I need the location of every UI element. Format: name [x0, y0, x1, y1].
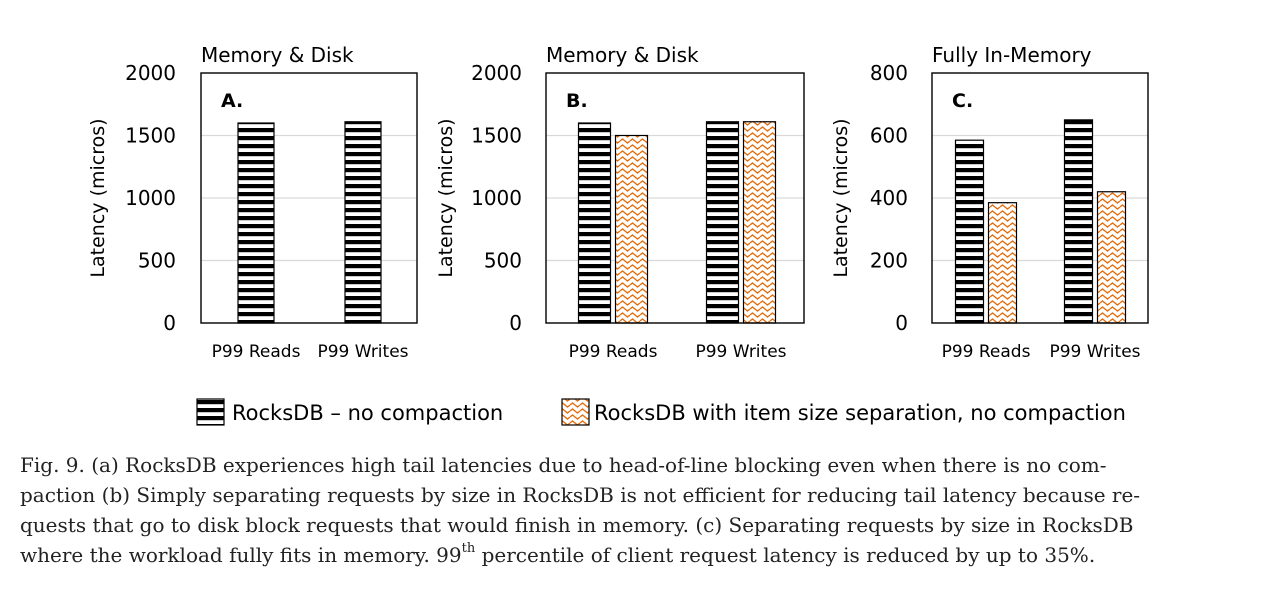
legend-swatch-waves [561, 398, 590, 426]
panel-label: A. [221, 90, 243, 112]
plot-frame [545, 72, 805, 324]
y-tick-label: 1000 [125, 186, 176, 210]
bar-stripes-1 [954, 139, 985, 324]
y-tick-label: 600 [870, 124, 908, 148]
caption-line-1: Fig. 9. (a) RocksDB experiences high tai… [20, 453, 1107, 477]
legend-label: RocksDB – no compaction [232, 401, 503, 425]
y-tick-label: 0 [163, 311, 176, 335]
chart-title: Memory & Disk [201, 43, 354, 67]
y-tick-label: 800 [870, 61, 908, 85]
legend-swatch-stripes [196, 398, 225, 426]
y-tick-label: 500 [138, 249, 176, 273]
bar-waves-2 [742, 121, 777, 324]
y-axis-label: Latency (micros) [435, 118, 457, 277]
panel-label: C. [952, 90, 973, 112]
y-tick-label: 500 [484, 249, 522, 273]
caption-line-4-text: where the workload fully fits in memory.… [20, 543, 462, 567]
y-tick-label: 0 [509, 311, 522, 335]
y-axis-label: Latency (micros) [830, 118, 852, 277]
caption-line-4: where the workload fully fits in memory.… [20, 540, 1260, 570]
figure-caption: Fig. 9. (a) RocksDB experiences high tai… [20, 450, 1260, 570]
bar-waves-2 [1096, 191, 1127, 324]
legend: RocksDB – no compaction RocksDB with item… [196, 398, 1126, 426]
x-tick-label: P99 Writes [1049, 342, 1140, 362]
y-tick-label: 2000 [125, 61, 176, 85]
y-tick-label: 2000 [471, 61, 522, 85]
chart-title: Fully In-Memory [932, 43, 1092, 67]
bar-stripes-2 [344, 121, 382, 324]
caption-superscript: th [461, 541, 476, 557]
x-tick-label: P99 Reads [212, 342, 301, 362]
x-tick-label: P99 Writes [695, 342, 786, 362]
legend-label: RocksDB with item size separation, no co… [594, 401, 1126, 425]
y-tick-label: 400 [870, 186, 908, 210]
plot-frame [200, 72, 418, 324]
y-tick-label: 1500 [471, 124, 522, 148]
x-tick-label: P99 Reads [569, 342, 658, 362]
caption-line-4-rest: percentile of client request latency is … [475, 543, 1096, 567]
y-axis-label: Latency (micros) [87, 118, 109, 277]
caption-line-3: quests that go to disk block requests th… [20, 513, 1134, 537]
y-tick-label: 0 [895, 311, 908, 335]
bar-waves-1 [987, 202, 1018, 324]
bar-stripes-2 [1063, 119, 1094, 324]
y-tick-label: 1000 [471, 186, 522, 210]
y-tick-label: 1500 [125, 124, 176, 148]
x-tick-label: P99 Writes [317, 342, 408, 362]
bar-stripes-2 [705, 121, 740, 324]
bar-stripes-1 [237, 122, 275, 324]
bar-waves-1 [614, 134, 649, 324]
caption-line-2: paction (b) Simply separating requests b… [20, 483, 1141, 507]
plot-frame [931, 72, 1149, 324]
y-tick-label: 200 [870, 249, 908, 273]
panel-label: B. [566, 90, 588, 112]
chart-title: Memory & Disk [546, 43, 699, 67]
bar-stripes-1 [577, 122, 612, 324]
x-tick-label: P99 Reads [942, 342, 1031, 362]
